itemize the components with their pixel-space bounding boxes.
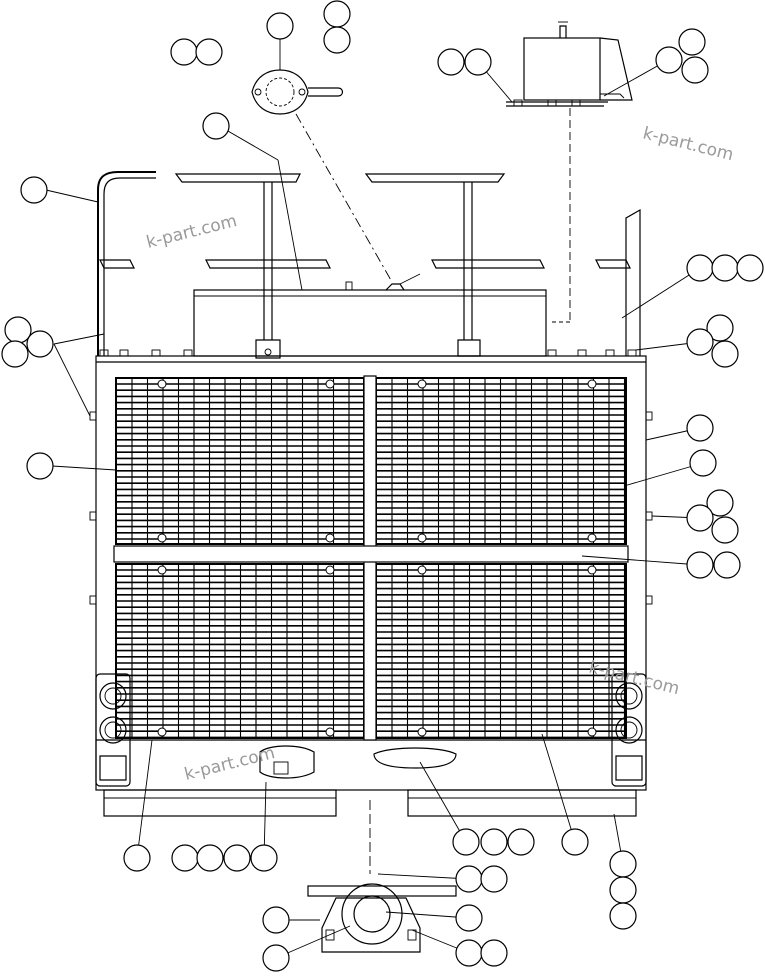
grille-panel	[375, 377, 627, 545]
callout-bubble	[706, 314, 734, 342]
callout-bubble	[323, 26, 351, 54]
callout-bubble	[4, 316, 32, 344]
callout-bubble	[686, 254, 714, 282]
callout-bubble	[455, 865, 483, 893]
top-tank	[193, 273, 547, 357]
callout-bubble	[609, 902, 637, 930]
callout-bubble	[455, 904, 483, 932]
callout-bubble	[437, 48, 465, 76]
callout-bubble	[480, 939, 508, 967]
callout-bubble	[202, 112, 230, 140]
filler-cap-assembly	[251, 34, 393, 283]
callout-bubble	[250, 844, 278, 872]
callout-bubble	[452, 828, 480, 856]
callout-bubble	[561, 828, 589, 856]
callout-bubble	[480, 828, 508, 856]
grille-panel	[375, 563, 627, 739]
callout-bubble	[480, 865, 508, 893]
callout-bubble	[171, 844, 199, 872]
bottom-plates	[103, 745, 637, 874]
callout-bubble	[711, 254, 739, 282]
callout-bubble	[26, 452, 54, 480]
right-lamp-cluster	[611, 673, 647, 787]
callout-bubble	[266, 12, 294, 40]
callout-bubble	[507, 828, 535, 856]
callout-bubble	[123, 844, 151, 872]
grille-panel	[115, 563, 365, 739]
callout-bubble	[686, 504, 714, 532]
callout-bubble	[686, 328, 714, 356]
callout-bubble	[678, 28, 706, 56]
callout-bubble	[464, 48, 492, 76]
callout-bubble	[455, 939, 483, 967]
callout-bubble	[689, 449, 717, 477]
callout-bubble	[681, 56, 709, 84]
grille-panels	[113, 375, 629, 741]
left-lamp-cluster	[95, 673, 131, 787]
callout-bubble	[711, 340, 739, 368]
watermark-text: k-part.com	[182, 743, 277, 785]
callout-bubble	[736, 254, 764, 282]
callout-bubble	[195, 38, 223, 66]
callout-bubble	[609, 850, 637, 878]
callout-bubble	[26, 330, 54, 358]
callout-bubble	[1, 340, 29, 368]
callout-bubble	[609, 876, 637, 904]
grille-panel	[115, 377, 365, 545]
watermark-text: k-part.com	[587, 657, 682, 699]
callout-bubble	[323, 0, 351, 28]
callout-bubble	[170, 38, 198, 66]
callout-bubble	[711, 516, 739, 544]
watermark-text: k-part.com	[641, 123, 736, 165]
callout-bubble	[262, 906, 290, 934]
callout-bubble	[686, 551, 714, 579]
callout-bubble	[223, 844, 251, 872]
pillow-block-assembly	[307, 883, 457, 953]
callout-bubble	[686, 414, 714, 442]
callout-bubble	[655, 46, 683, 74]
callout-bubble	[262, 944, 290, 972]
handrail-assembly	[97, 171, 641, 359]
reserve-tank-assembly	[506, 21, 633, 323]
callout-bubble	[713, 551, 741, 579]
callout-bubble	[20, 176, 48, 204]
watermark-text: k-part.com	[144, 211, 239, 253]
callout-bubble	[196, 844, 224, 872]
callout-bubble	[706, 489, 734, 517]
